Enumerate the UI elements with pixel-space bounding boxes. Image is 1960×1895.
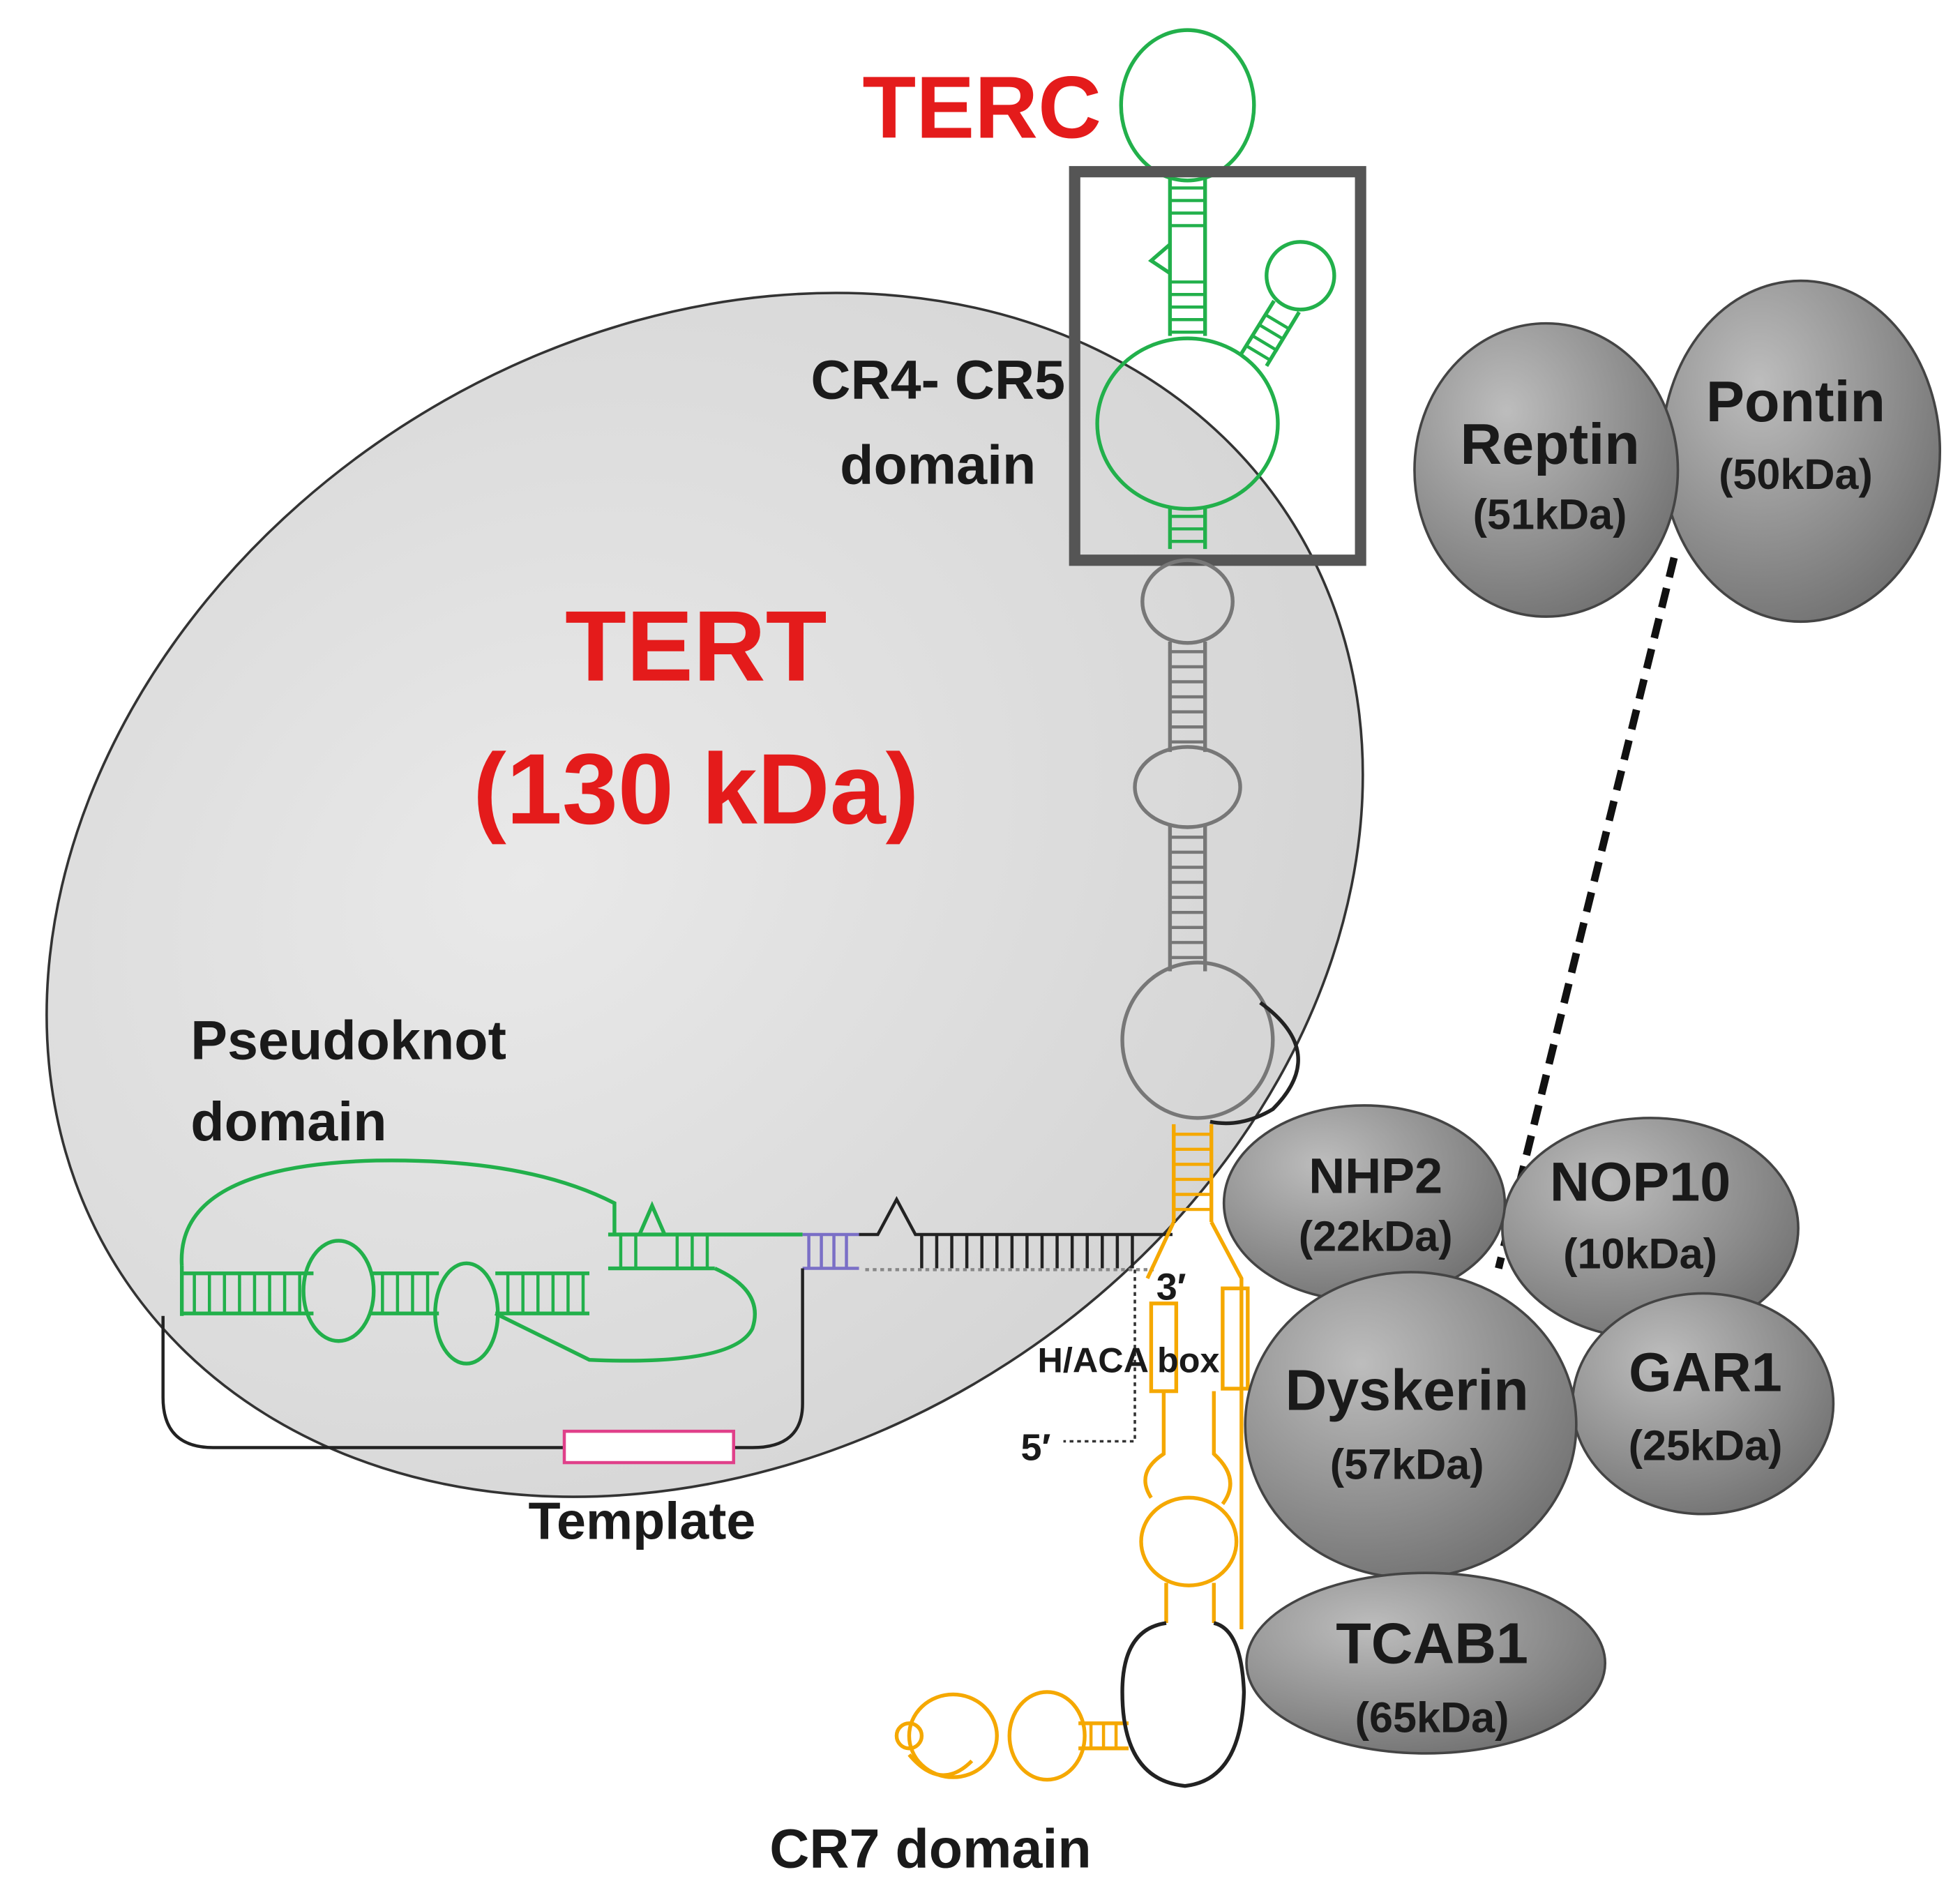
- three-prime-label: 3′: [1156, 1266, 1186, 1308]
- nop10-mass: (10kDa): [1563, 1230, 1717, 1278]
- tcab1-name: TCAB1: [1336, 1611, 1528, 1676]
- cr4-cr5-box: [1069, 166, 1366, 566]
- nop10-name: NOP10: [1550, 1151, 1731, 1213]
- protein-reptin: [1413, 322, 1680, 618]
- five-prime-label: 5′: [1021, 1426, 1051, 1468]
- cr4-cr5-label-line1: CR4- CR5: [811, 348, 1065, 410]
- pseudoknot-structure: [179, 1158, 803, 1366]
- pseudoknot-label-line2: domain: [190, 1090, 386, 1152]
- nhp2-name: NHP2: [1309, 1149, 1442, 1205]
- terc-gray-rungs: [1170, 650, 1205, 960]
- haca-dotted-guides: [1063, 1269, 1136, 1443]
- gar1-name: GAR1: [1629, 1341, 1782, 1403]
- pseudoknot-rungs: [193, 1235, 709, 1314]
- cr7-domain-label: CR7 domain: [769, 1817, 1091, 1879]
- pontin-nop10-dashed-link: [1495, 557, 1678, 1269]
- pontin-name: Pontin: [1706, 369, 1885, 434]
- terc-label: TERC: [862, 59, 1101, 157]
- haca-orange-region: [894, 1124, 1250, 1782]
- terc-top-rungs: [1170, 186, 1292, 543]
- template-box: [562, 1429, 735, 1465]
- gar1-mass: (25kDa): [1629, 1421, 1783, 1469]
- template-label: Template: [529, 1492, 756, 1550]
- reptin-mass: (51kDa): [1473, 490, 1627, 538]
- haca-box-label: H/ACA box: [1038, 1341, 1220, 1380]
- tert-label: TERT: [565, 591, 827, 702]
- tcab1-mass: (65kDa): [1355, 1693, 1509, 1741]
- pontin-mass: (50kDa): [1719, 451, 1873, 498]
- terc-black-helix: [161, 1195, 1173, 1449]
- cr7-black-loop: [1120, 1621, 1246, 1788]
- dyskerin-mass: (57kDa): [1330, 1440, 1484, 1488]
- dyskerin-name: Dyskerin: [1285, 1358, 1528, 1423]
- tert-ellipse: [45, 292, 1364, 1498]
- cr4-cr5-label-line2: domain: [840, 434, 1036, 496]
- protein-tcab1: [1245, 1571, 1607, 1755]
- reptin-name: Reptin: [1460, 412, 1639, 476]
- tert-mass-label: (130 kDa): [473, 734, 919, 845]
- protein-gar1: [1571, 1292, 1835, 1516]
- protein-dyskerin: [1244, 1271, 1578, 1580]
- pseudoknot-blue-helix: [802, 1232, 859, 1270]
- nhp2-mass: (22kDa): [1299, 1212, 1453, 1260]
- haca-orange-rungs: [1089, 1133, 1212, 1749]
- pseudoknot-label-line1: Pseudoknot: [190, 1009, 506, 1071]
